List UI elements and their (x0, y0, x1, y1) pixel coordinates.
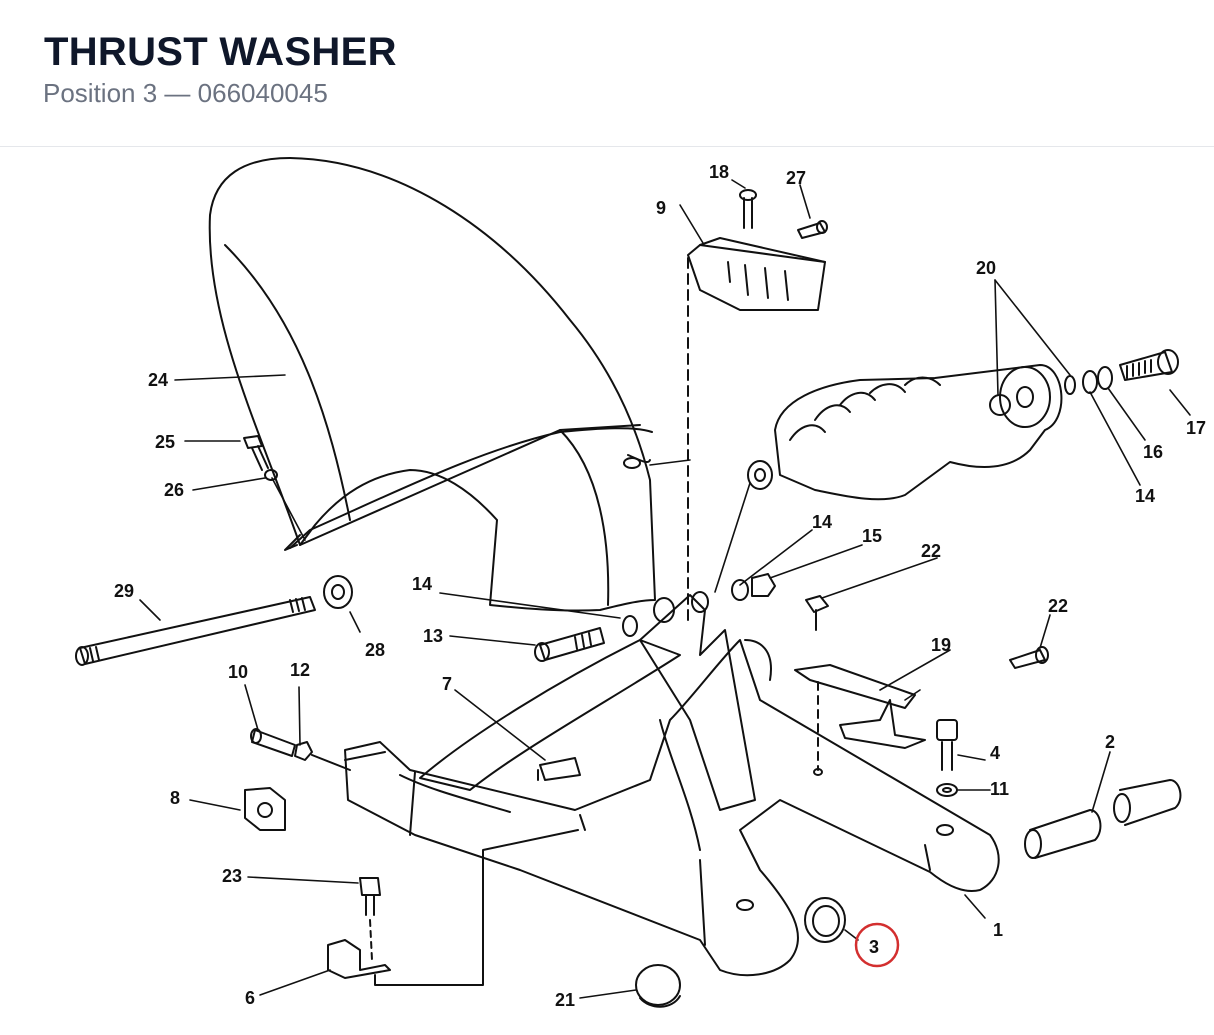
callout-14a: 14 (412, 574, 432, 594)
callout-18: 18 (709, 162, 729, 182)
callout-21: 21 (555, 990, 575, 1010)
header-divider (0, 146, 1214, 147)
callout-22b: 22 (1048, 596, 1068, 616)
callout-17: 17 (1186, 418, 1206, 438)
callout-4: 4 (990, 743, 1000, 763)
callout-10: 10 (228, 662, 248, 682)
callout-7: 7 (442, 674, 452, 694)
callout-8: 8 (170, 788, 180, 808)
swingarm-upper-brace (419, 591, 756, 811)
bushes (1024, 779, 1182, 859)
callout-24: 24 (148, 370, 168, 390)
part-title: THRUST WASHER (44, 30, 397, 74)
callout-14b: 14 (812, 512, 832, 532)
callout-29: 29 (114, 581, 134, 601)
callout-15: 15 (862, 526, 882, 546)
callout-6: 6 (245, 988, 255, 1008)
fender-screw (243, 435, 278, 481)
header: THRUST WASHER Position 3 — 066040045 (0, 0, 1214, 146)
exploded-parts-diagram: 1 2 3 4 6 7 8 9 10 11 12 13 14 14 14 15 … (75, 157, 1206, 1010)
callout-1: 1 (993, 920, 1003, 940)
callout-25: 25 (155, 432, 175, 452)
adjuster-screw (250, 728, 351, 771)
part-number: 066040045 (197, 78, 328, 108)
highlight-ring (854, 922, 900, 968)
rear-fender (208, 157, 656, 612)
swingarm (344, 639, 1000, 977)
callout-11: 11 (990, 779, 1009, 799)
callout-26: 26 (164, 480, 184, 500)
bracket (794, 664, 926, 776)
position-label: Position 3 (43, 78, 158, 108)
callout-20: 20 (976, 258, 996, 278)
subtitle-separator: — (164, 78, 191, 108)
shock-nut (731, 573, 776, 601)
shock-absorber (747, 364, 1063, 501)
cap-screw (936, 719, 958, 797)
part-subtitle: Position 3 — 066040045 (43, 78, 328, 109)
callout-13: 13 (423, 626, 443, 646)
chain-adjuster-block (244, 787, 286, 831)
end-cap (635, 964, 681, 1008)
callout-27: 27 (786, 168, 806, 188)
chain-guard (687, 237, 826, 621)
callout-9: 9 (656, 198, 666, 218)
flange-bolt (537, 757, 581, 781)
callout-28: 28 (365, 640, 385, 660)
callout-3[interactable]: 3 (869, 937, 879, 957)
link-bolt (534, 615, 638, 662)
callout-23: 23 (222, 866, 242, 886)
leader-lines (139, 179, 1191, 999)
shock-bolt (1064, 349, 1179, 395)
pivot-axle (75, 596, 316, 666)
clamp-bolt (327, 829, 579, 986)
guard-screws (739, 189, 828, 239)
callout-16: 16 (1143, 442, 1163, 462)
callout-2: 2 (1105, 732, 1115, 752)
callout-labels: 1 2 3 4 6 7 8 9 10 11 12 13 14 14 14 15 … (114, 162, 1206, 1010)
callout-14c: 14 (1135, 486, 1155, 506)
callout-22a: 22 (921, 541, 941, 561)
pivot-bush (323, 575, 353, 609)
thrust-washer (804, 897, 846, 943)
callout-19: 19 (931, 635, 951, 655)
callout-12: 12 (290, 660, 310, 680)
screw (805, 595, 1049, 669)
